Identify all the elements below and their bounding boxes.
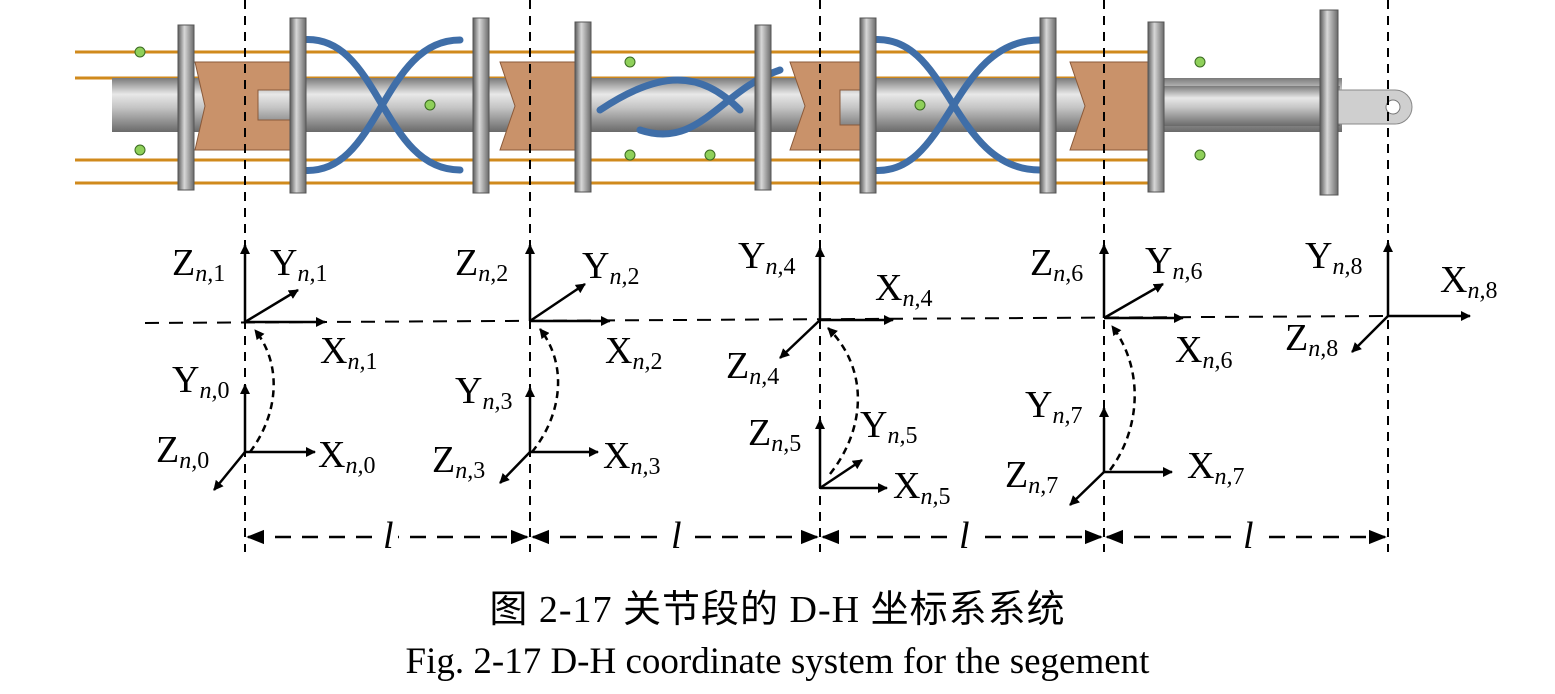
label-y-n3: Yn,3 [455,370,512,415]
axis-z-n7 [1069,471,1105,506]
transform-3-to-2 [531,328,560,453]
axis-y-n2 [529,282,586,323]
centerline-axis [144,315,1389,324]
label-y-n2: Yn,2 [582,245,639,290]
label-z-n3: Zn,3 [432,439,485,484]
end-hook [1334,89,1413,125]
dim-label-2: l [671,515,682,557]
label-z-n0: Zn,0 [156,429,209,474]
label-x-n2: Xn,2 [605,330,662,375]
label-z-n7: Zn,7 [1005,454,1058,499]
label-y-n5: Yn,5 [860,404,917,449]
label-x-n0: Xn,0 [318,434,375,479]
rear-shaft [1160,86,1340,126]
axis-z-n4 [779,319,821,359]
label-y-n7: Yn,7 [1025,384,1082,429]
transform-arrows [249,325,1136,475]
flange-discs [177,9,1339,196]
transform-7-to-6 [1108,325,1136,471]
axis-z-n3 [499,451,531,484]
axis-z-n0 [213,451,246,491]
axis-y-n5 [819,458,863,490]
figure-caption-english: Fig. 2-17 D-H coordinate system for the … [405,641,1150,682]
frame-axes [213,242,1471,506]
axis-y-n6 [1103,282,1164,320]
axis-y-n1 [244,288,299,324]
label-x-n6: Xn,6 [1175,329,1232,374]
label-x-n3: Xn,3 [603,435,660,480]
label-z-n8: Zn,8 [1285,317,1338,362]
sensor-markers [134,46,1206,161]
dim-label-3: l [959,515,970,557]
robot-segment-render [75,9,1413,196]
label-z-n4: Zn,4 [726,345,779,390]
figure-caption-chinese: 图 2-17 关节段的 D-H 坐标系系统 [489,589,1066,631]
label-x-n4: Xn,4 [875,267,932,312]
label-z-n6: Zn,6 [1030,242,1083,287]
label-y-n6: Yn,6 [1145,240,1202,285]
dimension-labels: l l l l [376,512,1258,557]
label-y-n4: Yn,4 [738,235,795,280]
label-y-n8: Yn,8 [1305,235,1362,280]
label-z-n1: Zn,1 [172,242,225,287]
dim-label-4: l [1243,515,1254,557]
label-x-n1: Xn,1 [320,330,377,375]
label-y-n0: Yn,0 [172,359,229,404]
label-y-n1: Yn,1 [270,242,327,287]
label-z-n2: Zn,2 [455,242,508,287]
label-x-n5: Xn,5 [893,465,950,510]
label-z-n5: Zn,5 [748,412,801,457]
transform-5-to-4 [827,327,860,475]
axis-labels: Zn,1 Yn,1 Xn,1 Yn,0 Zn,0 Xn,0 Zn,2 Yn,2 … [156,235,1497,510]
dim-label-1: l [383,515,394,557]
transform-0-to-1 [249,329,275,453]
axis-z-n8 [1351,315,1389,353]
label-x-n7: Xn,7 [1187,445,1244,490]
label-x-n8: Xn,8 [1440,259,1497,304]
